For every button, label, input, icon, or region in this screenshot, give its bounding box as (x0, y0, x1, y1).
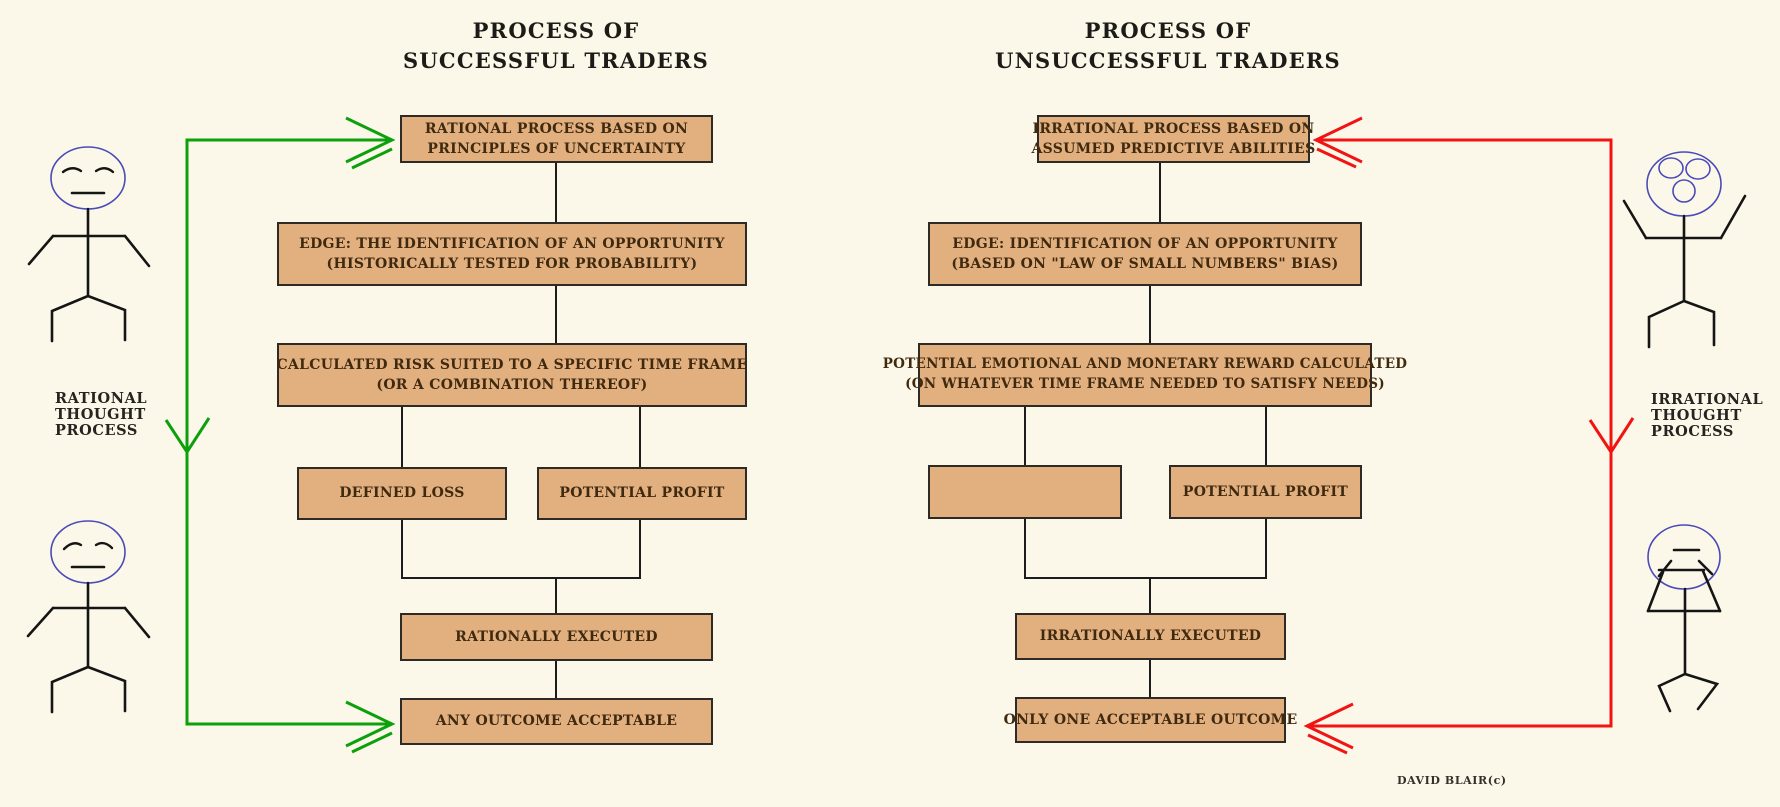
title-line: PROCESS OF (472, 18, 640, 43)
box-text-line: (OR A COMBINATION THEREOF) (376, 377, 648, 393)
flow-box-potential-profit-right: POTENTIAL PROFIT (1169, 465, 1362, 519)
right-column-title: PROCESS OF UNSUCCESSFUL TRADERS (995, 16, 1341, 77)
box-text-line: ANY OUTCOME ACCEPTABLE (435, 713, 678, 730)
irrational-flow-arrow-icon (1303, 116, 1635, 755)
flow-box-any-outcome-acceptable: ANY OUTCOME ACCEPTABLE (400, 698, 713, 745)
box-text-line: PRINCIPLES OF UNCERTAINTY (427, 141, 686, 157)
calm-stick-figure-icon (27, 146, 151, 343)
rational-flow-arrow-icon (164, 116, 396, 754)
box-text-line: EDGE: THE IDENTIFICATION OF AN OPPORTUNI… (299, 235, 725, 252)
box-text-line: CALCULATED RISK SUITED TO A SPECIFIC TIM… (276, 356, 748, 373)
connector-lines (401, 162, 1267, 699)
left-column-title: PROCESS OF SUCCESSFUL TRADERS (403, 16, 709, 77)
box-text-line: POTENTIAL PROFIT (559, 485, 725, 502)
label-line: THOUGHT (1651, 407, 1742, 425)
flow-box-edge-bias: EDGE: IDENTIFICATION OF AN OPPORTUNITY (… (928, 222, 1362, 286)
flow-box-rational-process: RATIONAL PROCESS BASED ON PRINCIPLES OF … (400, 115, 713, 163)
flow-box-rationally-executed: RATIONALLY EXECUTED (400, 613, 713, 661)
distressed-stick-figure-icon (1646, 524, 1722, 713)
box-text-line: (BASED ON "LAW OF SMALL NUMBERS" BIAS) (951, 256, 1339, 272)
box-text-line: ASSUMED PREDICTIVE ABILITIES (1031, 141, 1316, 157)
title-line: PROCESS OF (1084, 18, 1252, 43)
label-line: PROCESS (1651, 423, 1735, 441)
box-text-line: IRRATIONAL PROCESS BASED ON (1032, 120, 1315, 137)
box-text-line: POTENTIAL PROFIT (1182, 483, 1349, 500)
title-line: SUCCESSFUL TRADERS (403, 48, 709, 74)
rational-thought-process-label: RATIONAL THOUGHT PROCESS (55, 390, 148, 440)
flow-box-defined-loss: DEFINED LOSS (297, 467, 507, 520)
label-line: RATIONAL (55, 390, 148, 407)
box-text-line: ONLY ONE ACCEPTABLE OUTCOME (1003, 711, 1298, 728)
irrational-thought-process-label: IRRATIONAL THOUGHT PROCESS (1651, 391, 1764, 441)
flow-box-irrational-process: IRRATIONAL PROCESS BASED ON ASSUMED PRED… (1032, 115, 1315, 163)
flow-box-only-one-outcome: ONLY ONE ACCEPTABLE OUTCOME (1004, 697, 1297, 743)
label-line: PROCESS (55, 422, 139, 440)
flow-box-edge-tested: EDGE: THE IDENTIFICATION OF AN OPPORTUNI… (277, 222, 747, 286)
excited-stick-figure-icon (1622, 151, 1747, 349)
label-line: IRRATIONAL (1651, 391, 1764, 408)
box-text-line: POTENTIAL EMOTIONAL AND MONETARY REWARD … (882, 356, 1408, 373)
flow-box-irrationally-executed: IRRATIONALLY EXECUTED (1015, 613, 1286, 660)
attribution-text: DAVID BLAIR(c) (1397, 774, 1507, 787)
flow-box-emotional-reward: POTENTIAL EMOTIONAL AND MONETARY REWARD … (883, 343, 1407, 407)
flow-box-calculated-risk: CALCULATED RISK SUITED TO A SPECIFIC TIM… (277, 343, 747, 407)
box-text-line: (ON WHATEVER TIME FRAME NEEDED TO SATISF… (905, 376, 1385, 392)
flow-box-undefined-loss-empty (928, 465, 1122, 519)
box-text-line: RATIONALLY EXECUTED (455, 628, 658, 645)
box-text-line: EDGE: IDENTIFICATION OF AN OPPORTUNITY (952, 235, 1338, 252)
title-line: UNSUCCESSFUL TRADERS (995, 48, 1341, 74)
box-text-line: (HISTORICALLY TESTED FOR PROBABILITY) (326, 256, 698, 272)
box-text-line: IRRATIONALLY EXECUTED (1039, 628, 1262, 645)
label-line: THOUGHT (55, 406, 146, 424)
worried-stick-figure-icon (26, 520, 151, 714)
box-text-line: DEFINED LOSS (339, 485, 465, 502)
flow-box-potential-profit-left: POTENTIAL PROFIT (537, 467, 747, 520)
box-text-line: RATIONAL PROCESS BASED ON (424, 120, 689, 137)
